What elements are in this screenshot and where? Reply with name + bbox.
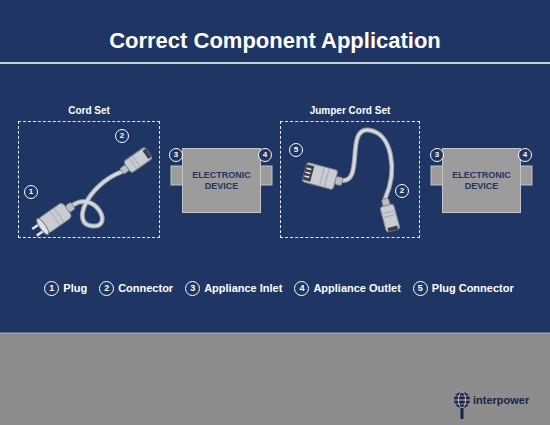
- legend-text: Appliance Outlet: [313, 281, 400, 295]
- strain-relief: [65, 202, 75, 213]
- plug-connector-grip: [324, 169, 329, 186]
- diagram-title: Correct Component Application: [0, 27, 550, 55]
- legend-number: 4: [294, 281, 309, 296]
- device-label: ELECTRONIC DEVICE: [183, 170, 260, 192]
- plug-grip: [55, 209, 64, 222]
- legend-text: Appliance Inlet: [204, 281, 282, 295]
- cable: [340, 130, 392, 199]
- logo-text: interpower: [473, 394, 529, 407]
- plug-connector-pin: [307, 168, 312, 169]
- cord-set-group: Cord Set: [18, 121, 160, 238]
- plug-figure: [29, 198, 78, 241]
- connector-grip: [133, 156, 140, 166]
- legend-number: 1: [44, 281, 59, 296]
- cable: [73, 172, 121, 226]
- plug-face: [35, 217, 51, 236]
- connector-body: [380, 204, 400, 233]
- connector-grip: [383, 211, 395, 214]
- plug-connector-body: [302, 162, 338, 190]
- legend-number: 3: [185, 281, 200, 296]
- connector-figure: [378, 197, 400, 232]
- callout-number: 5: [289, 143, 303, 157]
- group-heading: Cord Set: [0, 104, 179, 117]
- callout-number: 2: [115, 129, 129, 143]
- legend-number: 5: [413, 281, 428, 296]
- globe-parallel: [455, 396, 469, 397]
- band-rule: [0, 333, 550, 334]
- legend-number: 2: [99, 281, 114, 296]
- group-heading: Jumper Cord Set: [261, 104, 439, 117]
- logo-globe: [454, 392, 470, 419]
- device-label: ELECTRONIC DEVICE: [443, 170, 520, 192]
- callout-number: 4: [518, 148, 532, 162]
- callout-number: 1: [24, 185, 38, 199]
- connector-body: [123, 147, 152, 173]
- callout-number: 3: [430, 148, 444, 162]
- cable: [340, 130, 392, 199]
- plug-connector-pin: [306, 172, 311, 173]
- legend-text: Plug: [63, 281, 87, 295]
- strain-relief: [334, 176, 343, 186]
- callout-number: 2: [395, 184, 409, 198]
- plug-connector-figure: [302, 162, 345, 191]
- legend-text: Plug Connector: [432, 281, 514, 295]
- plug-connector-grip: [320, 168, 325, 185]
- globe: [454, 392, 470, 408]
- plug-connector-face: [302, 164, 314, 182]
- device-box: ELECTRONIC DEVICE: [182, 148, 261, 213]
- plug-connector-pin: [304, 176, 309, 177]
- callout-number: 3: [169, 148, 183, 162]
- legend-text: Connector: [118, 281, 173, 295]
- cable: [73, 172, 121, 226]
- globe-parallel: [455, 404, 469, 405]
- connector-face: [387, 225, 398, 231]
- connector-face: [143, 148, 152, 158]
- title-rule: [0, 62, 550, 64]
- navy-panel: [0, 0, 550, 333]
- globe-equator: [454, 400, 470, 401]
- device-box: ELECTRONIC DEVICE: [442, 148, 521, 213]
- logo-stem: [461, 408, 464, 419]
- grey-band: [0, 333, 550, 425]
- connector-figure: [118, 147, 153, 177]
- cord-set-group: Jumper Cord Set: [280, 121, 420, 238]
- callout-number: 4: [258, 148, 272, 162]
- connector-grip: [384, 215, 396, 218]
